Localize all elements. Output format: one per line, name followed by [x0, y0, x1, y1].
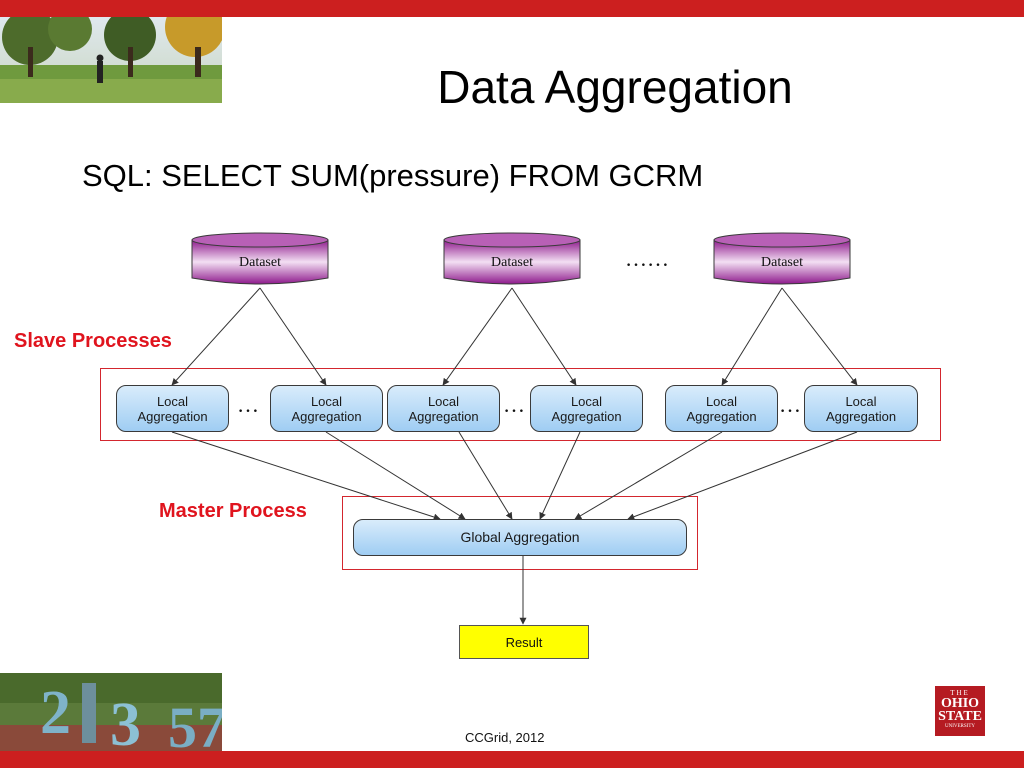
dataset-cylinder-1: Dataset	[191, 232, 329, 288]
slide-title: Data Aggregation	[437, 61, 793, 113]
global-aggregation-label: Global Aggregation	[460, 529, 580, 545]
footer-citation: CCGrid, 2012	[465, 730, 545, 745]
numbers-sculpture-photo: 2 3 57	[0, 673, 222, 751]
slave-processes-frame	[100, 368, 941, 441]
dataset-label: Dataset	[239, 255, 281, 270]
svg-text:3: 3	[110, 691, 141, 751]
local-aggregation-line1: Local	[427, 393, 460, 409]
ohio-state-logo: THE OHIO STATE UNIVERSITY	[935, 686, 985, 736]
local-aggregation-line1: Local	[156, 393, 189, 409]
group-ellipsis-3: …	[779, 392, 801, 417]
group-ellipsis-1: …	[237, 392, 259, 417]
global-aggregation-box: Global Aggregation	[353, 519, 687, 556]
result-label: Result	[505, 634, 543, 650]
sql-query: SQL: SELECT SUM(pressure) FROM GCRM	[82, 158, 704, 193]
dataset-label: Dataset	[491, 255, 533, 270]
svg-text:57: 57	[168, 695, 222, 751]
local-aggregation-line2: Aggregation	[291, 408, 362, 424]
campus-photo	[0, 17, 222, 103]
top-brand-bar	[0, 0, 1024, 17]
local-aggregation-line2: Aggregation	[137, 408, 208, 424]
bottom-brand-bar	[0, 751, 1024, 768]
local-aggregation-line2: Aggregation	[825, 408, 897, 424]
dataset-cylinder-2: Dataset	[443, 232, 581, 288]
dataset-cylinder-3: Dataset	[713, 232, 851, 288]
slave-processes-label: Slave Processes	[14, 330, 172, 352]
logo-line-university: UNIVERSITY	[945, 724, 975, 729]
master-process-frame	[342, 496, 698, 570]
local-aggregation-line1: Local	[845, 393, 877, 409]
local-aggregation-line2: Aggregation	[686, 408, 757, 424]
logo-line-state: STATE	[938, 709, 982, 724]
logo-line-the: THE	[950, 689, 970, 697]
local-aggregation-line2: Aggregation	[551, 408, 622, 424]
dataset-label: Dataset	[761, 255, 803, 270]
svg-text:2: 2	[40, 679, 71, 747]
group-ellipsis-2: …	[503, 392, 525, 417]
local-aggregation-line1: Local	[705, 393, 738, 409]
master-process-label: Master Process	[159, 500, 307, 522]
logo-line-ohio: OHIO	[940, 696, 980, 711]
dataset-ellipsis: ……	[625, 246, 669, 271]
local-aggregation-line1: Local	[570, 393, 603, 409]
local-aggregation-line1: Local	[310, 393, 343, 409]
result-box: Result	[459, 625, 589, 659]
local-aggregation-line2: Aggregation	[408, 408, 479, 424]
